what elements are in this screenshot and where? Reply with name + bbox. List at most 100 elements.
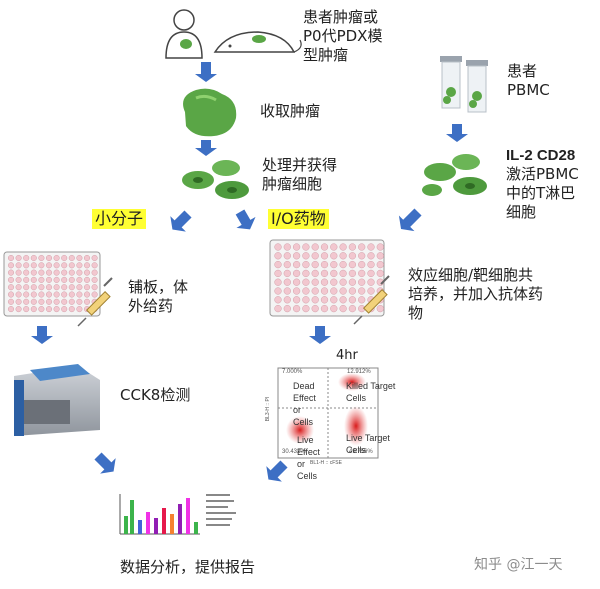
well (320, 296, 329, 304)
well (83, 298, 90, 305)
flow-arrow (195, 140, 217, 156)
well (320, 287, 329, 295)
well (320, 261, 329, 269)
well (348, 278, 357, 286)
well (30, 284, 37, 291)
well (46, 269, 53, 276)
well (376, 261, 384, 269)
well (348, 305, 357, 313)
quadrant-ur: 12.912% (347, 369, 371, 375)
tumor-cells-icon (182, 160, 249, 199)
well (61, 276, 68, 283)
well-plate-icon (269, 239, 385, 317)
well (320, 305, 329, 313)
well (274, 261, 282, 269)
well (15, 276, 22, 283)
well (376, 305, 384, 313)
well (30, 262, 37, 269)
well (61, 291, 68, 298)
well (274, 243, 282, 251)
well (7, 276, 14, 283)
well (38, 269, 45, 276)
well (367, 278, 375, 286)
well (83, 269, 90, 276)
well (68, 262, 75, 269)
well (348, 252, 357, 260)
well (302, 296, 310, 304)
well (53, 306, 60, 313)
dead-effector-label: Dead Effect or Cells (293, 381, 316, 427)
well (311, 305, 319, 313)
well (348, 287, 357, 295)
well (293, 252, 301, 260)
well (302, 261, 310, 269)
x-axis-label: BL1-H :: cFSE (310, 460, 342, 466)
well (330, 261, 338, 269)
well (358, 296, 366, 304)
well (30, 276, 37, 283)
well (376, 269, 384, 278)
well (293, 278, 301, 286)
well (7, 306, 14, 313)
well (91, 254, 98, 261)
well (68, 276, 75, 283)
well (358, 278, 366, 286)
well (30, 269, 37, 276)
well-plate-icon (3, 251, 101, 317)
well (293, 287, 301, 295)
well (339, 252, 347, 260)
live-effector-label: Live Effect or Cells (297, 435, 320, 481)
well (358, 261, 366, 269)
patient-icon (165, 9, 203, 59)
well (302, 305, 310, 313)
well (68, 284, 75, 291)
well (367, 243, 375, 251)
well (15, 262, 22, 269)
flow-arrow (398, 208, 422, 232)
well (15, 269, 22, 276)
step-activation-markers: IL-2 CD28 (506, 147, 576, 164)
well (53, 269, 60, 276)
well (320, 252, 329, 260)
well (293, 305, 301, 313)
well (274, 296, 282, 304)
well (61, 298, 68, 305)
well (311, 243, 319, 251)
well (76, 298, 83, 305)
well (7, 284, 14, 291)
well (46, 254, 53, 261)
well (330, 252, 338, 260)
step-harvest: 收取肿瘤 (260, 102, 321, 120)
well (38, 262, 45, 269)
watermark: 知乎 @江一天 (474, 557, 563, 573)
flow-arrow (170, 210, 192, 232)
well (274, 305, 282, 313)
well (76, 284, 83, 291)
well (339, 261, 347, 269)
well (15, 291, 22, 298)
well (283, 252, 291, 260)
well (30, 298, 37, 305)
well (7, 269, 14, 276)
well (7, 298, 14, 305)
well (38, 306, 45, 313)
well (76, 306, 83, 313)
well (330, 296, 338, 304)
well (367, 287, 375, 295)
well (46, 262, 53, 269)
flow-arrow (309, 326, 331, 344)
vials-icon (440, 56, 488, 113)
well (339, 287, 347, 295)
quadrant-lr: 49.756% (349, 449, 373, 455)
well (91, 291, 98, 298)
flow-arrow (195, 62, 217, 82)
flow-arrow (446, 124, 468, 142)
well (358, 269, 366, 278)
quadrant-ll: 30.432% (282, 449, 306, 455)
flow-arrow (31, 326, 53, 344)
well (348, 296, 357, 304)
well (76, 254, 83, 261)
mouse-icon (213, 31, 302, 53)
well (283, 269, 291, 278)
well (274, 269, 282, 278)
